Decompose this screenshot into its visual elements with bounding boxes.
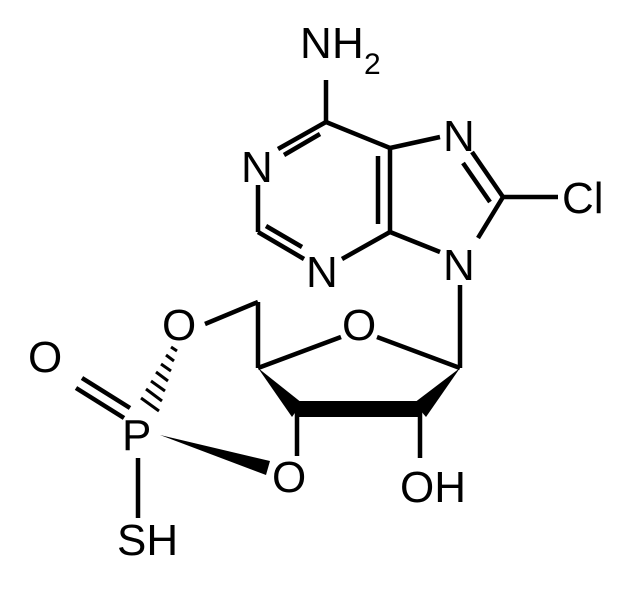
o5-prime-label: O [162, 301, 196, 350]
bond-c4p-c3p-wedge [258, 368, 302, 417]
bond-o4p-c4p [257, 334, 342, 371]
bond-n7-c8-inner [461, 161, 492, 204]
bond-c1p-o4p [376, 334, 461, 371]
bonds [74, 80, 558, 518]
bond-c5-n7 [389, 134, 441, 151]
bond-c2p-c3p-bold [297, 401, 420, 417]
bond-p-o3p-wedge [160, 435, 270, 475]
bond-p-oxo-inner [80, 376, 132, 410]
bond-c5p-o5p [204, 299, 259, 327]
bond-p-oxo [74, 386, 126, 420]
bond-c6-n1-inner [282, 132, 322, 157]
amine-h-label: H [332, 19, 364, 68]
chlorine-label: Cl [562, 174, 604, 223]
oxo-oxygen-label: O [28, 333, 62, 382]
ring-oxygen-label: O [342, 301, 376, 350]
bond-c6-n1 [276, 120, 328, 151]
n7-label: N [443, 112, 475, 161]
bond-o5p-p-hashed [140, 345, 178, 413]
phosphorus-label: P [122, 411, 151, 460]
bond-c5-c6 [325, 119, 391, 151]
bond-c8-n9 [476, 195, 505, 240]
bond-n9-c4 [389, 229, 441, 255]
amine-subscript: 2 [364, 48, 381, 81]
n1-label: N [241, 143, 273, 192]
amine-n-label: N [300, 19, 332, 68]
bond-c2-n3 [256, 230, 306, 261]
bond-n7-c8 [470, 150, 505, 199]
o3-prime-label: O [272, 453, 306, 502]
bond-c1p-c2p-wedge [414, 368, 460, 417]
bond-n3-c4 [340, 230, 392, 261]
n9-label: N [443, 241, 475, 290]
thiol-label: SH [117, 516, 178, 565]
bond-c2-n3-inner [264, 224, 304, 249]
n3-label: N [306, 248, 338, 297]
atom-labels: N H 2 N N N N Cl O O O P O SH OH [28, 19, 604, 565]
hydroxyl-label: OH [400, 463, 466, 512]
